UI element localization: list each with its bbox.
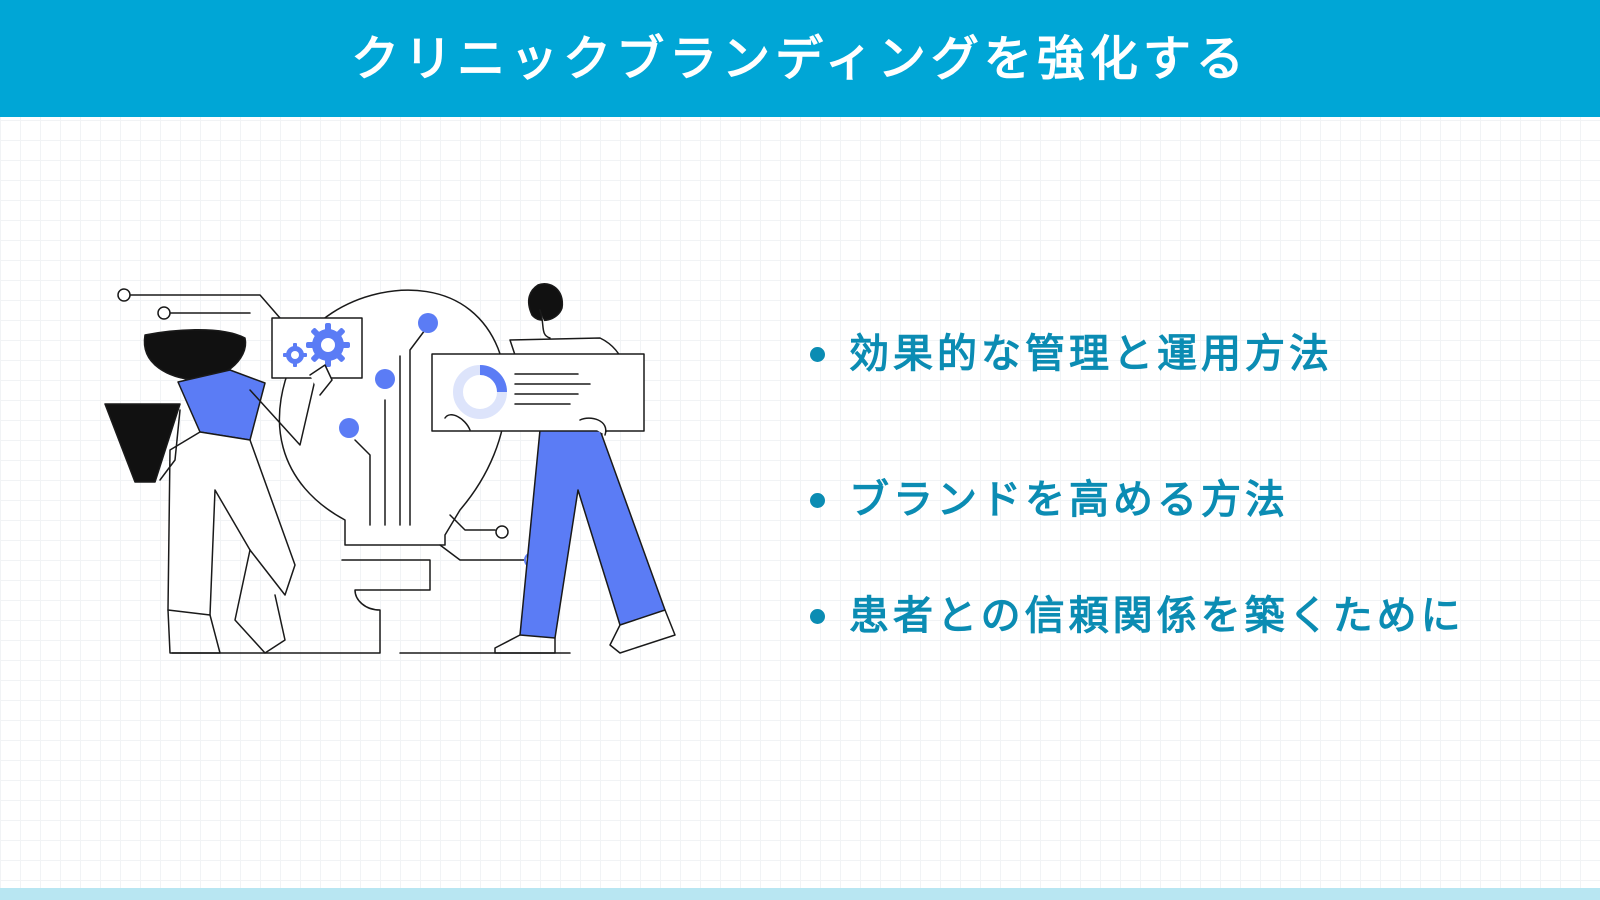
list-item: 効果的な管理と運用方法 (810, 326, 1465, 382)
bullet-icon (810, 608, 825, 624)
list-item: ブランドを高める方法 (810, 442, 1465, 558)
chart-panel (431, 353, 645, 436)
footer-bar (0, 888, 1600, 900)
list-item-text: 効果的な管理と運用方法 (849, 331, 1333, 377)
bullet-icon (810, 492, 825, 508)
page-header: クリニックブランディングを強化する (0, 0, 1600, 117)
bullet-list: 効果的な管理と運用方法 ブランドを高める方法 患者との信頼関係を築くために (810, 326, 1465, 674)
list-item-text: ブランドを高める方法 (849, 477, 1289, 523)
lightbulb-teamwork-illustration (104, 283, 676, 654)
bullet-icon (810, 346, 825, 362)
gear-icon (283, 323, 350, 367)
list-item-text: 患者との信頼関係を築くために (849, 593, 1465, 639)
list-item: 患者との信頼関係を築くために (810, 558, 1465, 674)
page-title: クリニックブランディングを強化する (351, 30, 1249, 87)
man-figure (494, 283, 676, 654)
gear-panel (271, 317, 363, 379)
circuit-lines (117, 288, 526, 561)
woman-figure (104, 328, 333, 654)
